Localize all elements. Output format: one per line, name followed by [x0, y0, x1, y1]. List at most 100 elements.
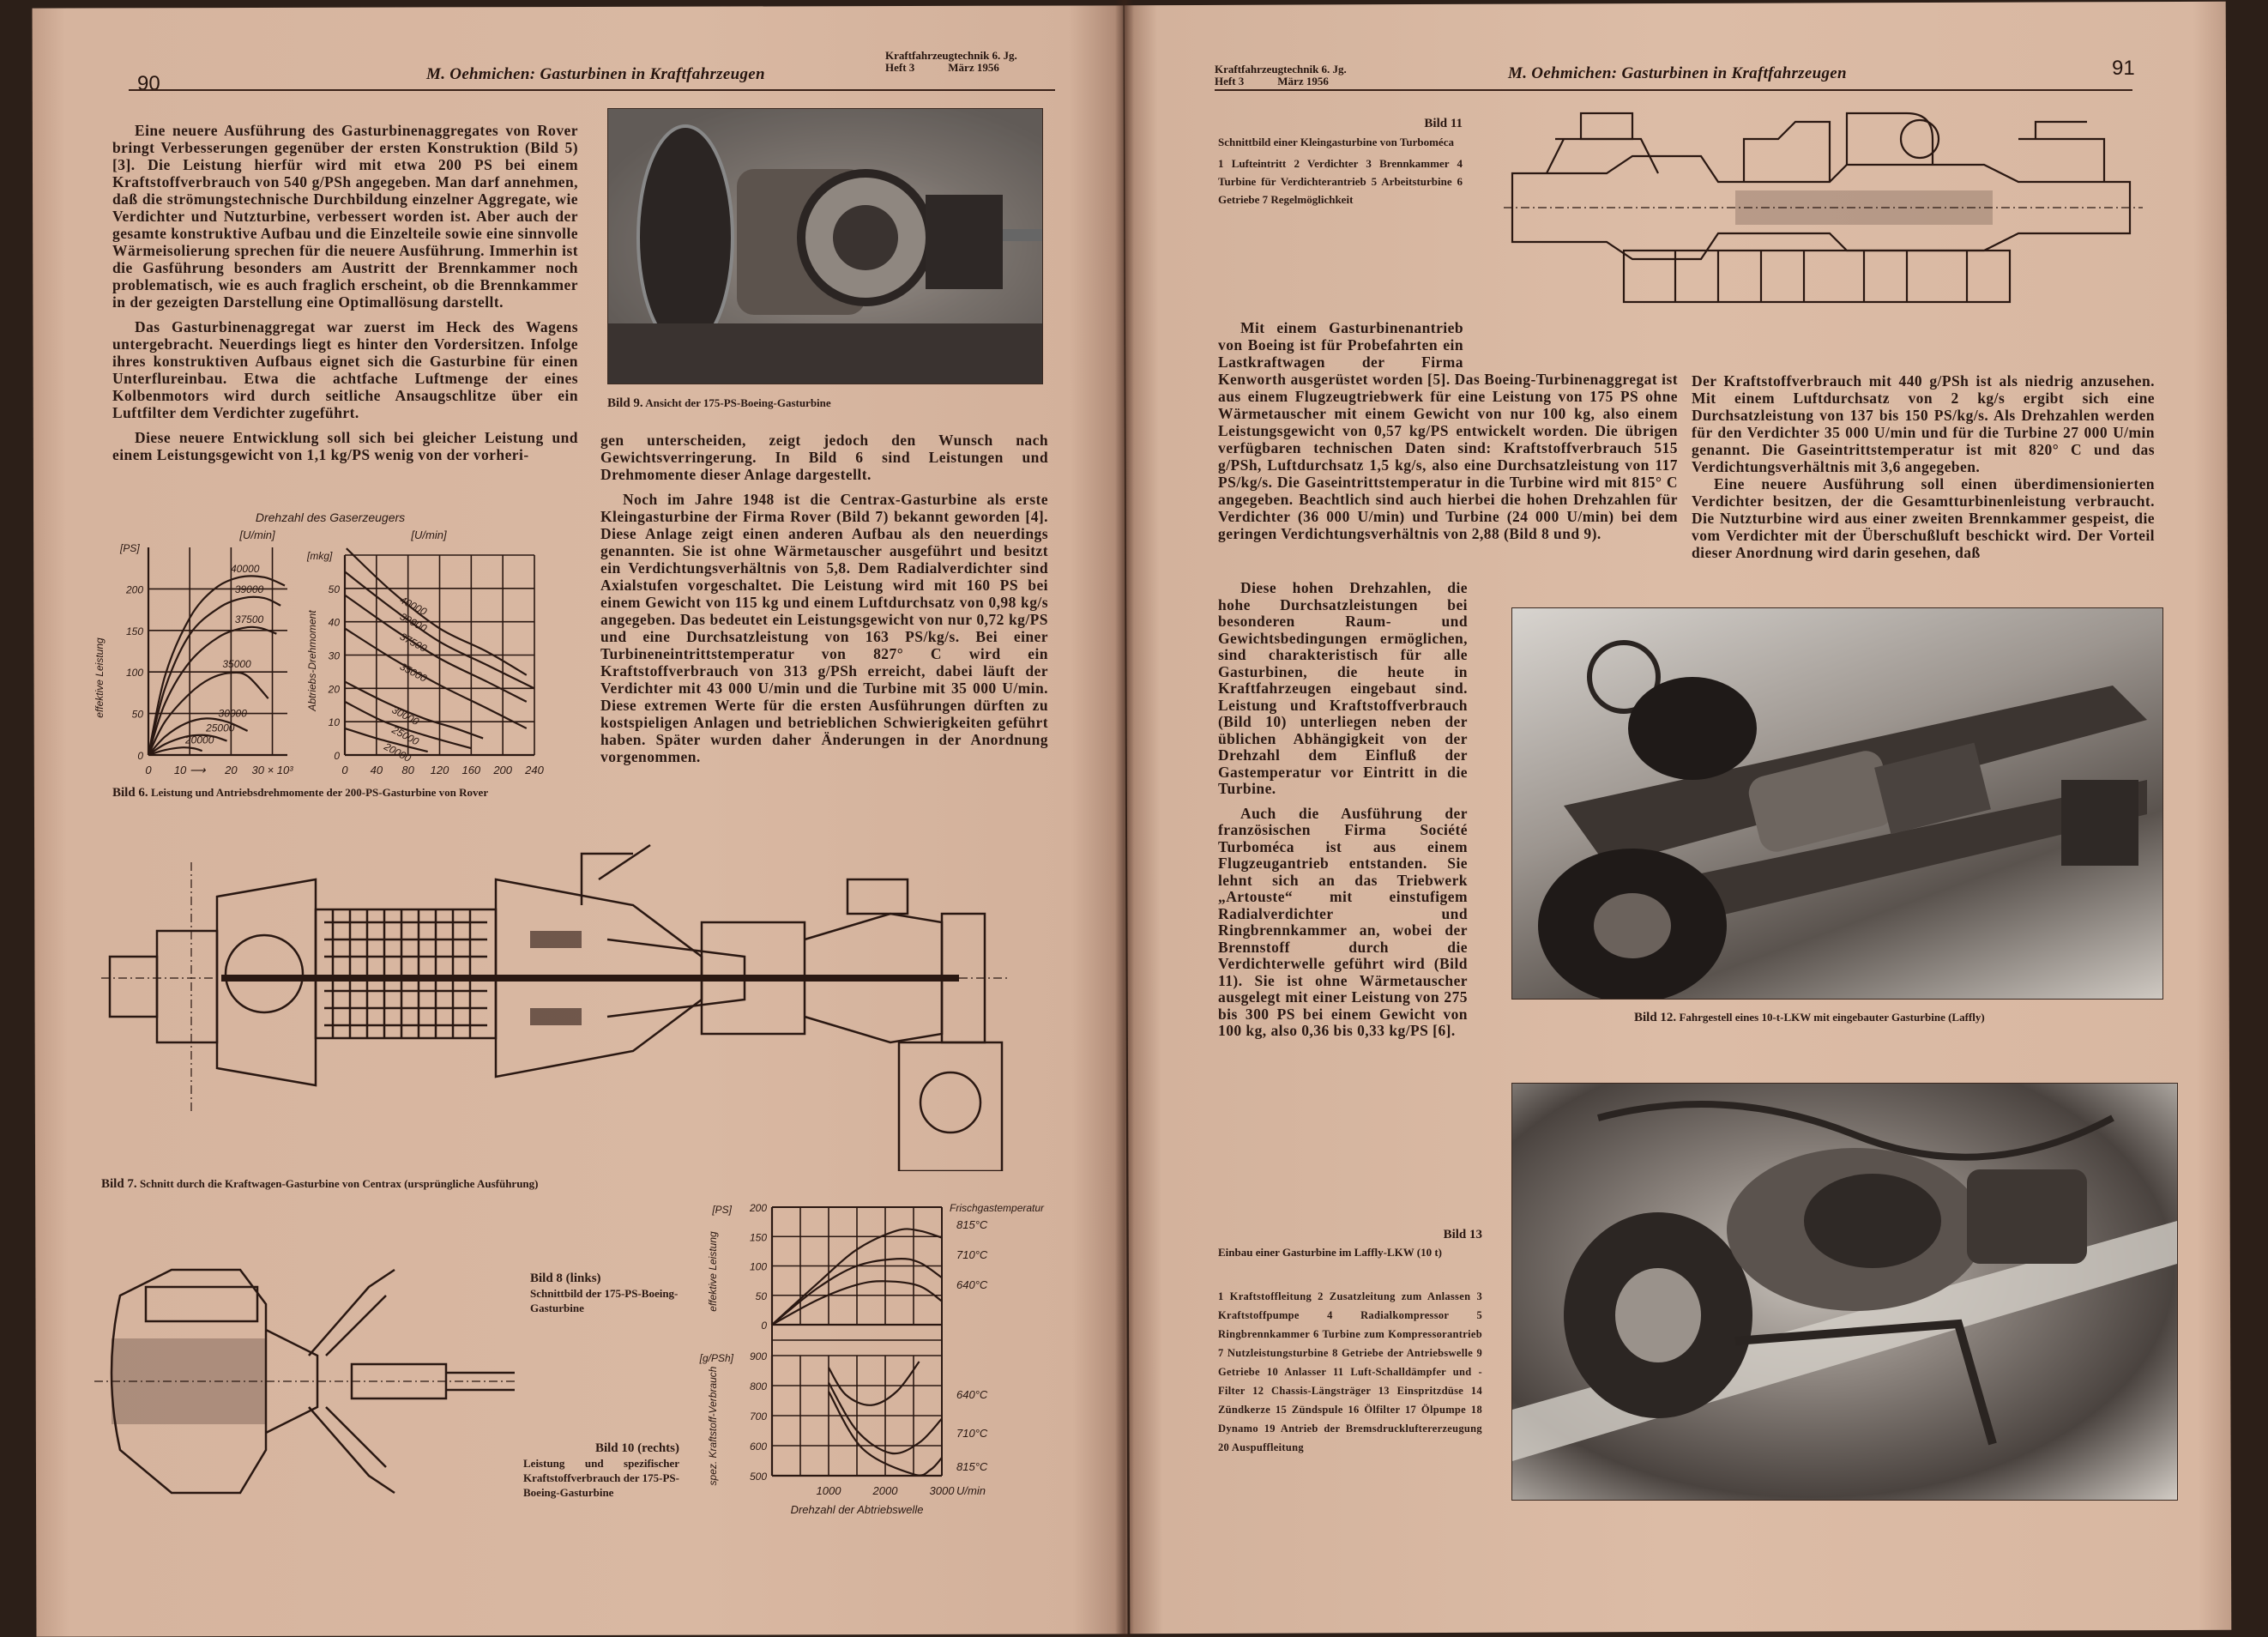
figure-11-caption: Bild 11 Schnittbild einer Kleingasturbin… [1218, 115, 1463, 208]
y-tick-label: 200 [749, 1202, 767, 1214]
y-tick-label: 200 [125, 583, 143, 595]
figure-legend: 1 Lufteintritt 2 Verdichter 3 Brennkamme… [1218, 157, 1463, 206]
figure-12-caption: Bild 12. Fahrgestell eines 10-t-LKW mit … [1634, 1011, 1985, 1025]
y-tick-label: 150 [750, 1231, 767, 1243]
series-label: 40000 [231, 563, 260, 575]
caption-text: Schnittbild der 175-PS-Boeing-Gasturbine [530, 1287, 679, 1314]
middle-column-text: gen unterscheiden, zeigt jedoch den Wuns… [600, 432, 1048, 765]
figure-13-photo [1511, 1083, 2178, 1501]
y-tick-label: 40 [329, 617, 341, 629]
x-tick-label: 2000 [872, 1484, 899, 1497]
legend-title: Frischgastemperatur [950, 1202, 1045, 1214]
series-line [148, 734, 227, 756]
series-label: 640°C [956, 1278, 988, 1291]
series-unit-label: [U/min] [410, 529, 447, 541]
series-line [148, 746, 202, 757]
series-label: 815°C [956, 1460, 988, 1473]
series-label: 640°C [956, 1388, 988, 1401]
journal-name: Kraftfahrzeugtechnik 6. Jg. [885, 49, 1017, 62]
series-line [147, 595, 281, 756]
series-label: 25000 [205, 722, 235, 734]
figure-label: Bild 10 (rechts) [594, 1441, 679, 1455]
series-line [344, 727, 428, 753]
series-label: 20000 [184, 734, 214, 746]
paragraph: Der Kraftstoffverbrauch mit 440 g/PSh is… [1692, 372, 2155, 475]
figure-13-caption: Bild 13 Einbau einer Gasturbine im Laffl… [1218, 1225, 1482, 1261]
paragraph: Mit einem Gasturbinenantrieb von Boeing … [1218, 319, 1678, 542]
series-line [148, 671, 269, 756]
y-tick-label: 50 [329, 583, 341, 595]
right-page-lower-text: Diese hohen Drehzahlen, die hohe Durchsa… [1218, 579, 1468, 1040]
figure-label: Bild 8 (links) [530, 1272, 601, 1285]
series-line [346, 547, 528, 676]
x-tick-label: 0 [145, 764, 152, 776]
series-line [344, 594, 528, 703]
figure-12-photo [1511, 607, 2163, 1000]
figure-9-photo [607, 108, 1043, 384]
y-tick-label: 600 [750, 1441, 767, 1453]
series-line [771, 1258, 943, 1326]
x-tick-label: 120 [431, 764, 449, 776]
series-line [344, 571, 535, 690]
y-tick-label: 150 [126, 625, 143, 637]
series-unit-label: [U/min] [238, 529, 275, 541]
header-rule [129, 89, 1055, 91]
figure-label: Bild 11 [1424, 117, 1463, 130]
series-line [771, 1228, 943, 1326]
caption-text: Einbau einer Gasturbine im Laffly-LKW (1… [1218, 1246, 1442, 1259]
caption-text: Leistung und Antriebsdrehmomente der 200… [150, 786, 489, 799]
series-line [147, 625, 277, 756]
journal-info: Kraftfahrzeugtechnik 6. Jg.Heft 3 März 1… [885, 50, 1017, 74]
journal-name: Kraftfahrzeugtechnik 6. Jg. [1215, 63, 1347, 76]
truck-chassis-photo-illustration [1538, 640, 2147, 999]
x-tick-label: 10 ⟶ [174, 764, 207, 776]
series-label: 39000 [235, 583, 264, 595]
y-axis-label: spez. Kraftstoff-Verbrauch [707, 1366, 719, 1485]
x-tick-label: 40 [371, 764, 383, 776]
series-line [828, 1391, 943, 1477]
y-tick-label: 900 [750, 1350, 767, 1362]
figure-9-caption: Bild 9. Ansicht der 175-PS-Boeing-Gastur… [607, 396, 831, 411]
series-line [147, 575, 286, 756]
y-unit-label: [PS] [119, 542, 140, 554]
x-axis-label: Drehzahl der Abtriebswelle [791, 1503, 924, 1516]
x-tick-label: 30 × 10³ [252, 764, 294, 776]
series-label: 35000 [398, 661, 429, 685]
paragraph: Das Gasturbinenaggregat war zuerst im He… [112, 318, 578, 421]
x-tick-label: 3000 [930, 1484, 956, 1497]
y-tick-label: 10 [329, 716, 341, 728]
figure-7-caption: Bild 7. Schnitt durch die Kraftwagen-Gas… [101, 1177, 539, 1192]
running-title: M. Oehmichen: Gasturbinen in Kraftfahrze… [1508, 64, 1847, 82]
journal-info: Kraftfahrzeugtechnik 6. Jg.Heft 3 März 1… [1215, 63, 1347, 88]
x-tick-label: 1000 [817, 1484, 842, 1497]
y-tick-label: 100 [750, 1261, 767, 1273]
x-tick-label: 200 [492, 764, 512, 776]
y-tick-label: 700 [750, 1410, 767, 1423]
series-label: 710°C [956, 1248, 988, 1261]
left-column-text: Eine neuere Ausführung des Gasturbinenag… [112, 122, 578, 463]
chart-title: Drehzahl des Gaserzeugers [256, 510, 405, 524]
series-label: 30000 [219, 707, 248, 719]
y-tick-label: 20 [328, 683, 341, 695]
paragraph: Auch die Ausführung der französischen Fi… [1218, 804, 1468, 1039]
paragraph: Diese hohen Drehzahlen, die hohe Durchsa… [1218, 579, 1468, 797]
y-tick-label: 50 [756, 1290, 768, 1302]
page-number: 91 [2112, 57, 2135, 80]
right-page-upper-text: Mit einem Gasturbinenantrieb von Boeing … [1218, 319, 1678, 542]
figure-label: Bild 13 [1443, 1228, 1482, 1241]
series-line [771, 1280, 943, 1326]
figure-10-caption: Bild 10 (rechts) Leistung und spezifisch… [523, 1441, 679, 1500]
y-tick-label: 100 [126, 667, 143, 679]
x-tick-label: 80 [401, 764, 414, 776]
caption-text: Fahrgestell eines 10-t-LKW mit eingebaut… [1679, 1011, 1985, 1024]
y-unit-label: [g/PSh] [699, 1352, 734, 1364]
figure-8-caption: Bild 8 (links) Schnittbild der 175-PS-Bo… [530, 1272, 685, 1315]
caption-text: Leistung und spezifischer Kraftstoffverb… [523, 1457, 679, 1499]
series-line [828, 1361, 920, 1406]
y-axis-label: Abtriebs-Drehmoment [306, 610, 318, 712]
paragraph: Eine neuere Ausführung des Gasturbinenag… [112, 122, 578, 311]
running-title: M. Oehmichen: Gasturbinen in Kraftfahrze… [426, 65, 765, 83]
header-rule [1215, 89, 2132, 91]
